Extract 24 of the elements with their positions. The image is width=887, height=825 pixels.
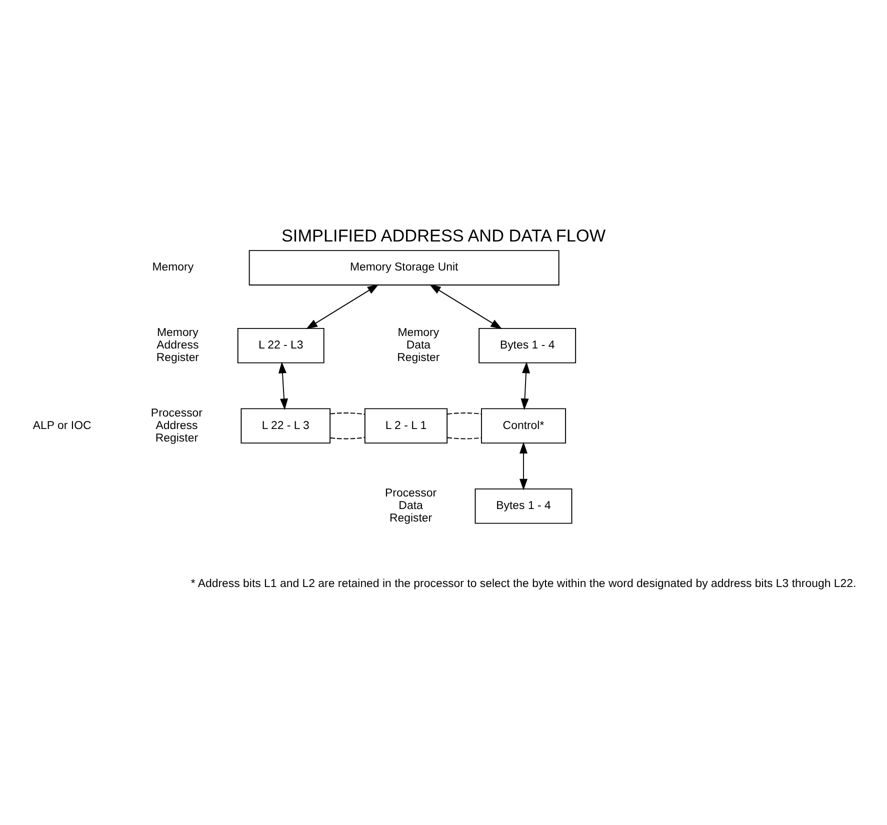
node-label: Processor Address Register <box>150 407 203 444</box>
node-label: Memory Data Register <box>397 327 440 364</box>
arrow <box>278 362 288 410</box>
node-box: Memory Storage Unit <box>248 250 560 286</box>
label: Memory <box>152 262 194 274</box>
node-box: Control* <box>481 408 566 444</box>
connector <box>330 437 366 440</box>
node-label: Processor Data Register <box>385 488 437 525</box>
node-box: L 22 - L3 <box>237 328 324 364</box>
connector <box>330 412 366 415</box>
connector <box>446 437 482 440</box>
arrow <box>306 284 379 330</box>
connector <box>446 412 482 415</box>
arrow <box>520 362 530 410</box>
node-box: L 2 - L 1 <box>364 408 448 444</box>
arrow <box>429 284 502 330</box>
label: * Address bits L1 and L2 are retained in the processor to select the byte within the word designated by address bits L3 through L22. <box>190 578 856 590</box>
node-label: Memory Address Register <box>156 327 200 364</box>
node-box: Bytes 1 - 4 <box>478 328 576 364</box>
label: ALP or IOC <box>32 420 92 432</box>
diagram-title: SIMPLIFIED ADDRESS AND DATA FLOW <box>281 225 606 246</box>
node-box: Bytes 1 - 4 <box>474 488 572 524</box>
node-box: L 22 - L 3 <box>240 408 331 444</box>
arrow <box>520 442 528 490</box>
